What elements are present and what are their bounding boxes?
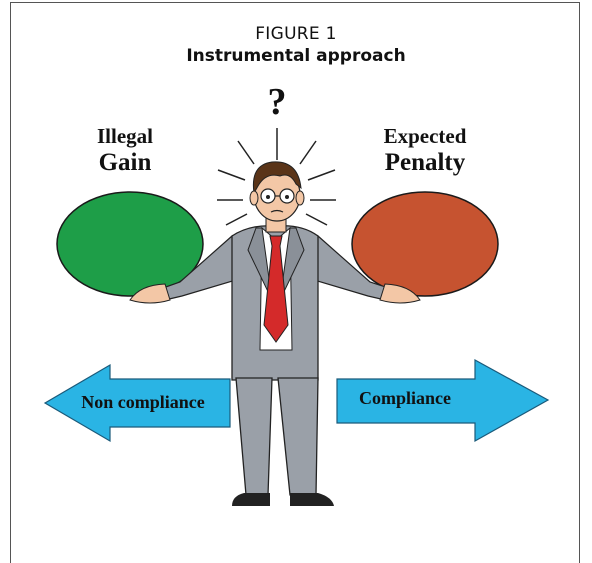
- figure-frame: [10, 2, 580, 563]
- illegal-gain-label: Illegal Gain: [60, 124, 190, 177]
- question-mark: ?: [267, 81, 287, 123]
- man-figure: [129, 161, 421, 506]
- figure-title: Instrumental approach: [186, 46, 406, 66]
- non-compliance-arrow: [43, 363, 231, 443]
- expected-penalty-ellipse: [351, 191, 499, 297]
- non-compliance-label: Non compliance: [81, 392, 205, 412]
- expected-penalty-line1: Expected: [383, 124, 467, 148]
- figure-label: FIGURE 1: [255, 24, 337, 44]
- illegal-gain-ellipse: [56, 191, 204, 297]
- illegal-gain-line2: Gain: [98, 149, 152, 176]
- expected-penalty-label: Expected Penalty: [360, 124, 490, 177]
- expected-penalty-line2: Penalty: [384, 149, 466, 176]
- thought-lines: [217, 128, 336, 226]
- compliance-label: Compliance: [359, 388, 451, 408]
- compliance-arrow: [336, 358, 550, 443]
- illegal-gain-line1: Illegal: [97, 124, 153, 148]
